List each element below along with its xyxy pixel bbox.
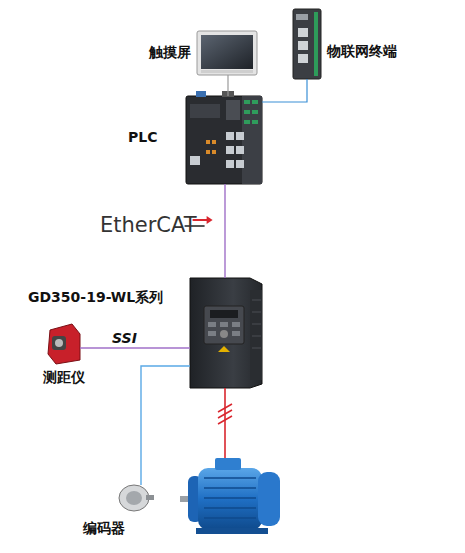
device-label: 物联网终端 xyxy=(327,42,417,60)
connection-label: EtherCAT xyxy=(100,214,197,237)
rangefinder: 测距仪 xyxy=(48,324,80,364)
motor-symbol xyxy=(180,458,280,534)
encoder: 编码器 xyxy=(119,485,154,511)
connector-line xyxy=(224,184,225,278)
connection-label: SSI xyxy=(112,331,137,346)
plc-symbol xyxy=(186,91,262,184)
touchscreen: 触摸屏 xyxy=(197,31,257,75)
rangefinder-symbol xyxy=(48,324,80,364)
connector-line xyxy=(262,79,307,102)
inverter-symbol xyxy=(190,278,262,388)
connector-line xyxy=(141,366,190,485)
encoder-symbol xyxy=(119,485,154,511)
plc-controller: PLC xyxy=(186,96,262,184)
connector-line xyxy=(227,75,228,96)
device-label: 测距仪 xyxy=(34,368,94,386)
device-label: 触摸屏 xyxy=(129,43,191,61)
device-label: GD350-19-WL系列 xyxy=(28,288,188,306)
touchscreen-symbol xyxy=(197,31,257,75)
device-label: 编码器 xyxy=(74,519,134,537)
iot-terminal-symbol xyxy=(293,9,321,79)
connector-line xyxy=(80,347,190,348)
device-label: PLC xyxy=(128,128,168,146)
inverter: GD350-19-WL系列 xyxy=(190,278,262,388)
motor-power-cable xyxy=(218,388,232,470)
iot-terminal: 物联网终端 xyxy=(293,9,321,79)
